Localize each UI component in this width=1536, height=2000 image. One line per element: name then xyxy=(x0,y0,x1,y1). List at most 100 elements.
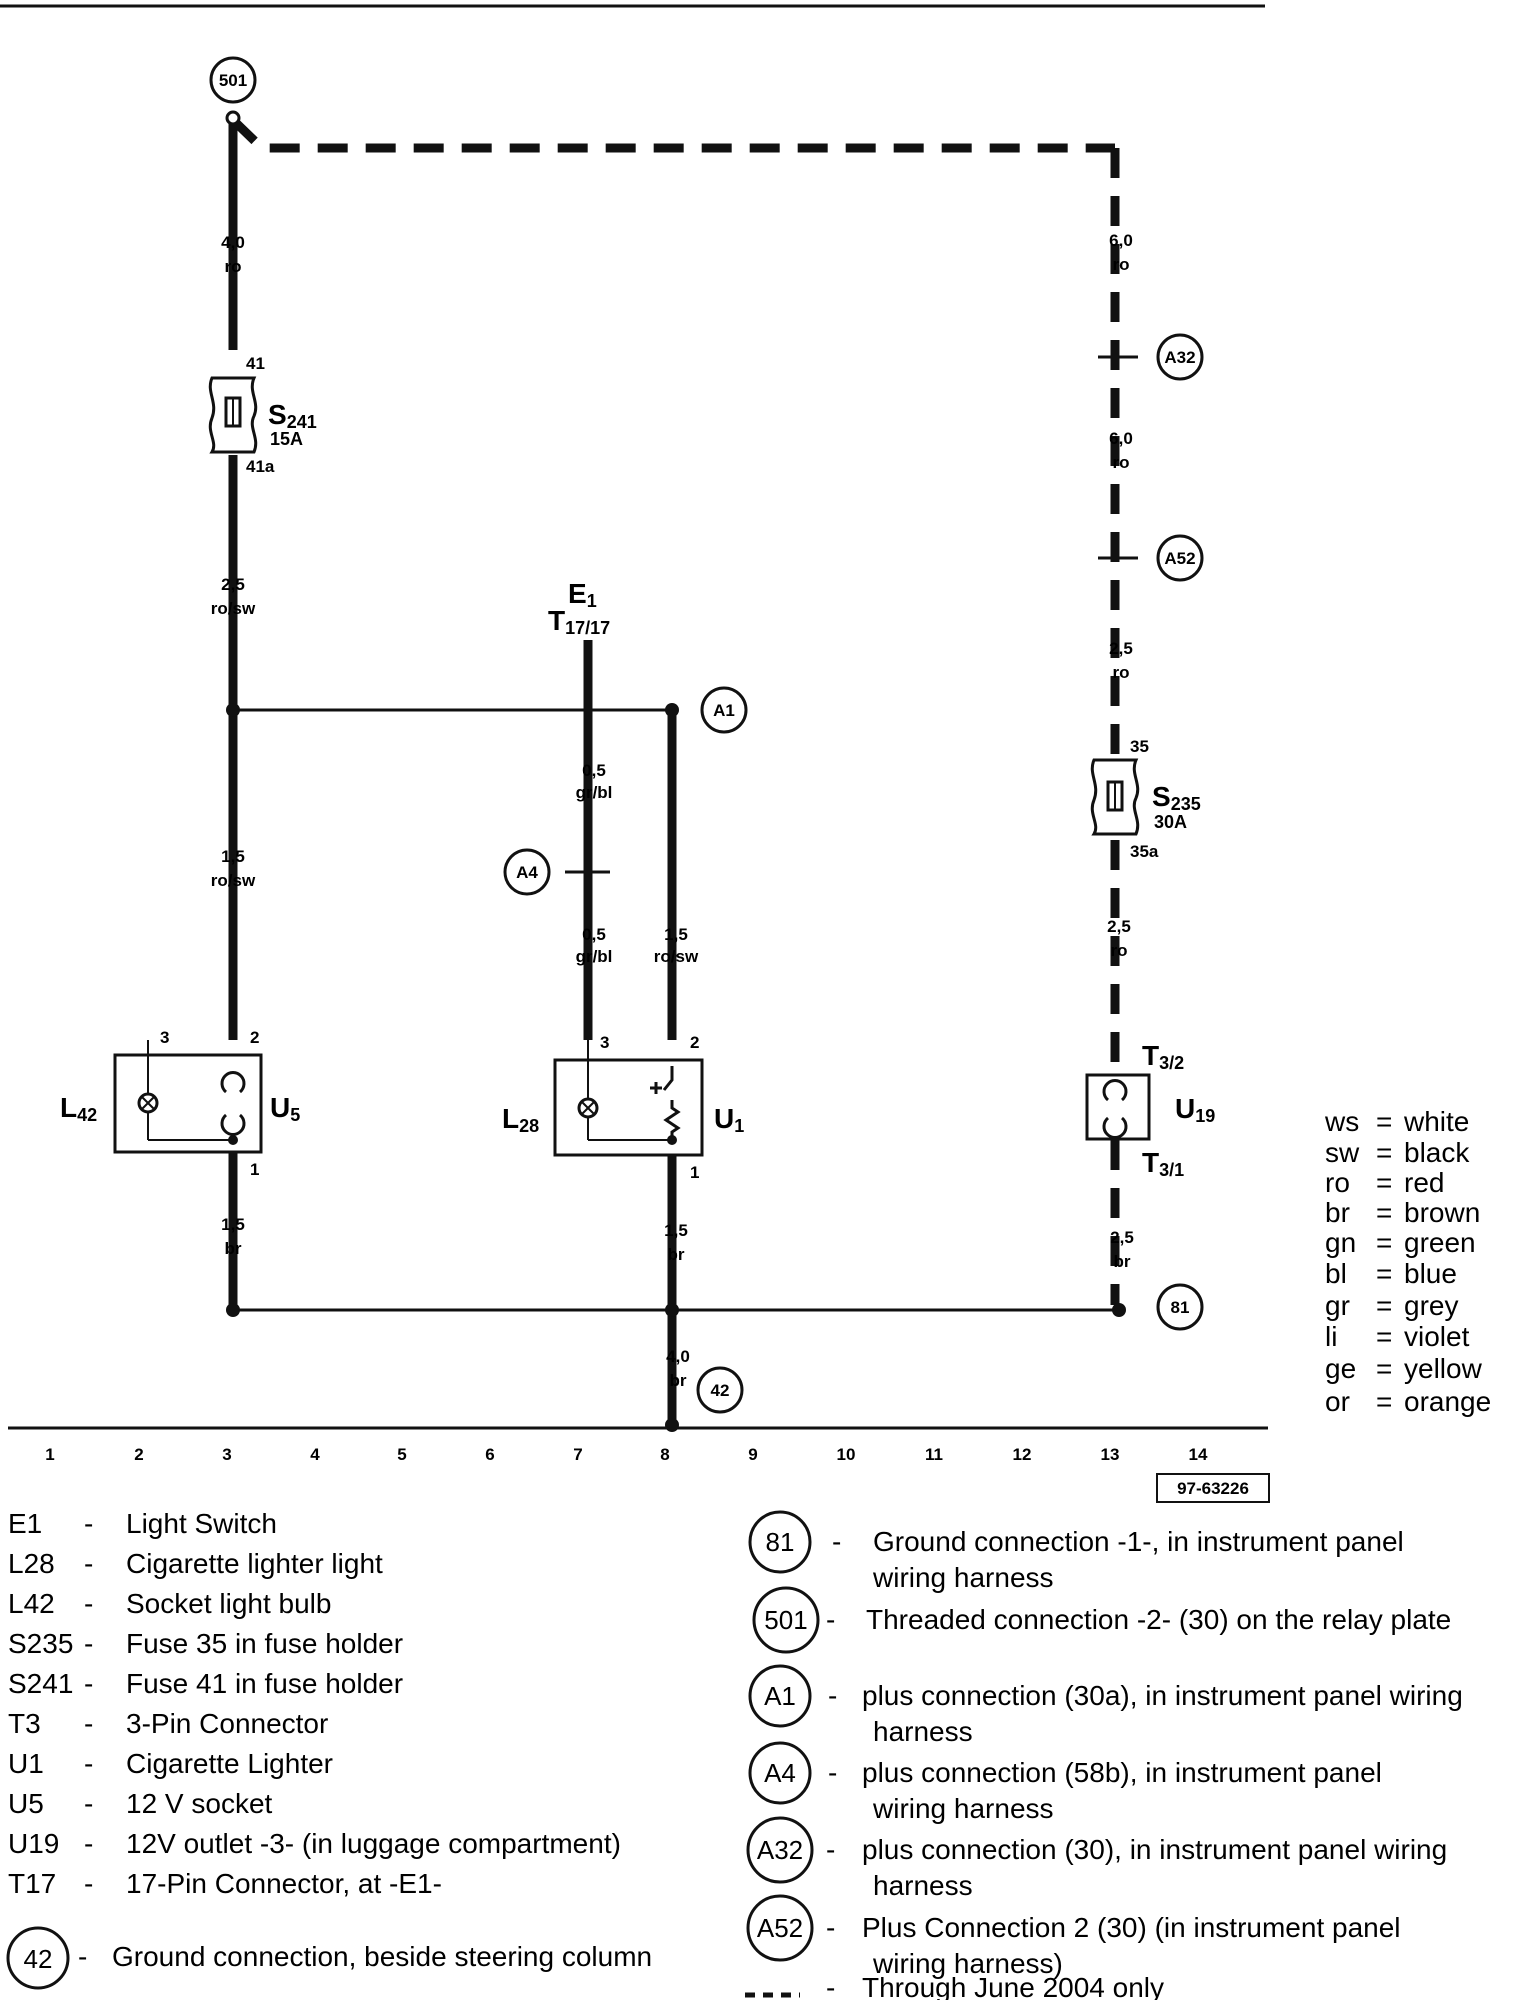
grid-number: 13 xyxy=(1101,1445,1120,1464)
u5-node xyxy=(228,1135,238,1145)
grid-number: 10 xyxy=(837,1445,856,1464)
junction-left-a1 xyxy=(226,703,240,717)
legend-line2: harness xyxy=(873,1870,973,1901)
wire-label-size: 1,5 xyxy=(664,1221,688,1240)
legend-sep: - xyxy=(84,1548,93,1579)
color-abbr: or xyxy=(1325,1386,1350,1417)
wire-label-color: ro xyxy=(1113,453,1130,472)
legend-line2: wiring harness xyxy=(872,1793,1054,1824)
color-name: orange xyxy=(1404,1386,1491,1417)
l28-bulb-x2 xyxy=(581,1101,595,1115)
l42-label: L42 xyxy=(60,1092,97,1125)
u19-t31-label: T3/1 xyxy=(1142,1147,1184,1180)
grid-number: 9 xyxy=(748,1445,757,1464)
wire-label-size: 4,0 xyxy=(666,1347,690,1366)
u1-label: U1 xyxy=(714,1103,744,1136)
legend-line1: plus connection (30), in instrument pane… xyxy=(862,1834,1447,1865)
color-name: black xyxy=(1404,1137,1470,1168)
grid-number: 8 xyxy=(660,1445,669,1464)
color-eq: = xyxy=(1376,1353,1392,1384)
fuse-s235-label: S235 xyxy=(1152,781,1201,814)
connector-81-label: 81 xyxy=(1171,1298,1190,1317)
legend-desc: 3-Pin Connector xyxy=(126,1708,328,1739)
wire-label-size: 2,5 xyxy=(1107,917,1131,936)
color-eq: = xyxy=(1376,1167,1392,1198)
wire-label-size: 2,5 xyxy=(1110,1228,1134,1247)
legend-circle-42-label: 42 xyxy=(24,1944,53,1974)
wire-label-size: 1,5 xyxy=(221,1215,245,1234)
legend-line1: Ground connection -1-, in instrument pan… xyxy=(873,1526,1404,1557)
u5-label: U5 xyxy=(270,1092,300,1125)
u19-t32-label: T3/2 xyxy=(1142,1040,1184,1073)
legend-desc: Cigarette lighter light xyxy=(126,1548,383,1579)
color-eq: = xyxy=(1376,1197,1392,1228)
wire-label-size: 4,0 xyxy=(221,233,245,252)
u5-socket-icon xyxy=(220,1071,246,1136)
wire-label-color: ro xyxy=(1111,941,1128,960)
legend-code: S235 xyxy=(8,1628,73,1659)
connector-a32-label: A32 xyxy=(1164,348,1195,367)
wire-label-color: ro xyxy=(1113,255,1130,274)
wire-label-size: 2,5 xyxy=(1109,639,1133,658)
legend-code: U1 xyxy=(8,1748,44,1779)
u19-label: U19 xyxy=(1175,1093,1215,1126)
connector-501-label: 501 xyxy=(219,71,247,90)
legend-circle xyxy=(746,1816,814,1884)
legend-code: T17 xyxy=(8,1868,56,1899)
legend-desc: Through June 2004 only xyxy=(862,1972,1164,2000)
wire-label-color: ro xyxy=(1113,663,1130,682)
color-name: green xyxy=(1404,1227,1476,1258)
fuse-s235-pin-out: 35a xyxy=(1130,842,1159,861)
color-abbr: gr xyxy=(1325,1290,1350,1321)
legend-sep: - xyxy=(84,1628,93,1659)
legend-code: U19 xyxy=(8,1828,59,1859)
legend-desc: Fuse 35 in fuse holder xyxy=(126,1628,403,1659)
legend-line1: Plus Connection 2 (30) (in instrument pa… xyxy=(862,1912,1401,1943)
legend-desc: Fuse 41 in fuse holder xyxy=(126,1668,403,1699)
wire-label-size: 1,5 xyxy=(221,847,245,866)
wire-label-color: br xyxy=(668,1245,685,1264)
legend-sep: - xyxy=(826,1972,835,2000)
color-name: grey xyxy=(1404,1290,1458,1321)
legend-circle-label: A32 xyxy=(757,1835,803,1865)
legend-code: L42 xyxy=(8,1588,55,1619)
legend-circle-label: 501 xyxy=(764,1605,807,1635)
color-eq: = xyxy=(1376,1321,1392,1352)
color-abbr: bl xyxy=(1325,1258,1347,1289)
legend-sep: - xyxy=(826,1834,835,1865)
legend-circle xyxy=(746,1894,814,1962)
legend-desc: Socket light bulb xyxy=(126,1588,331,1619)
legend-line1: plus connection (58b), in instrument pan… xyxy=(862,1757,1382,1788)
legend-circle-label: A1 xyxy=(764,1681,796,1711)
legend-desc: 12 V socket xyxy=(126,1788,273,1819)
legend-sep: - xyxy=(78,1941,87,1972)
legend-circle-label: 81 xyxy=(766,1527,795,1557)
junction-ground-left xyxy=(226,1303,240,1317)
fuse-s235-pin-in: 35 xyxy=(1130,737,1149,756)
connector-a1-label: A1 xyxy=(713,701,735,720)
legend-sep: - xyxy=(828,1757,837,1788)
component-legend: E1-Light Switch L28-Cigarette lighter li… xyxy=(8,1508,621,1899)
grid-number: 14 xyxy=(1189,1445,1208,1464)
legend-line1: Threaded connection -2- (30) on the rela… xyxy=(866,1604,1451,1635)
color-name: red xyxy=(1404,1167,1444,1198)
wire-label-color: ro/sw xyxy=(654,947,699,966)
legend-circle xyxy=(748,1741,812,1805)
grid-number: 2 xyxy=(134,1445,143,1464)
color-abbr: sw xyxy=(1325,1137,1360,1168)
legend-sep: - xyxy=(832,1526,841,1557)
wire-label-size: 6,0 xyxy=(1109,429,1133,448)
color-abbr: gn xyxy=(1325,1227,1356,1258)
legend-sep: - xyxy=(826,1604,835,1635)
fuse-s241-label: S241 xyxy=(268,399,317,432)
wire-label-size: 0,5 xyxy=(582,925,606,944)
wire-label-color: ro xyxy=(225,257,242,276)
legend-line2: harness xyxy=(873,1716,973,1747)
wire-label-size: 0,5 xyxy=(582,761,606,780)
fuse-s241-pin-out: 41a xyxy=(246,457,275,476)
l42-pin-3: 3 xyxy=(160,1028,169,1047)
legend-line1: plus connection (30a), in instrument pan… xyxy=(862,1680,1463,1711)
t17-label: T17/17 xyxy=(548,605,610,638)
grid-number: 11 xyxy=(925,1445,943,1464)
